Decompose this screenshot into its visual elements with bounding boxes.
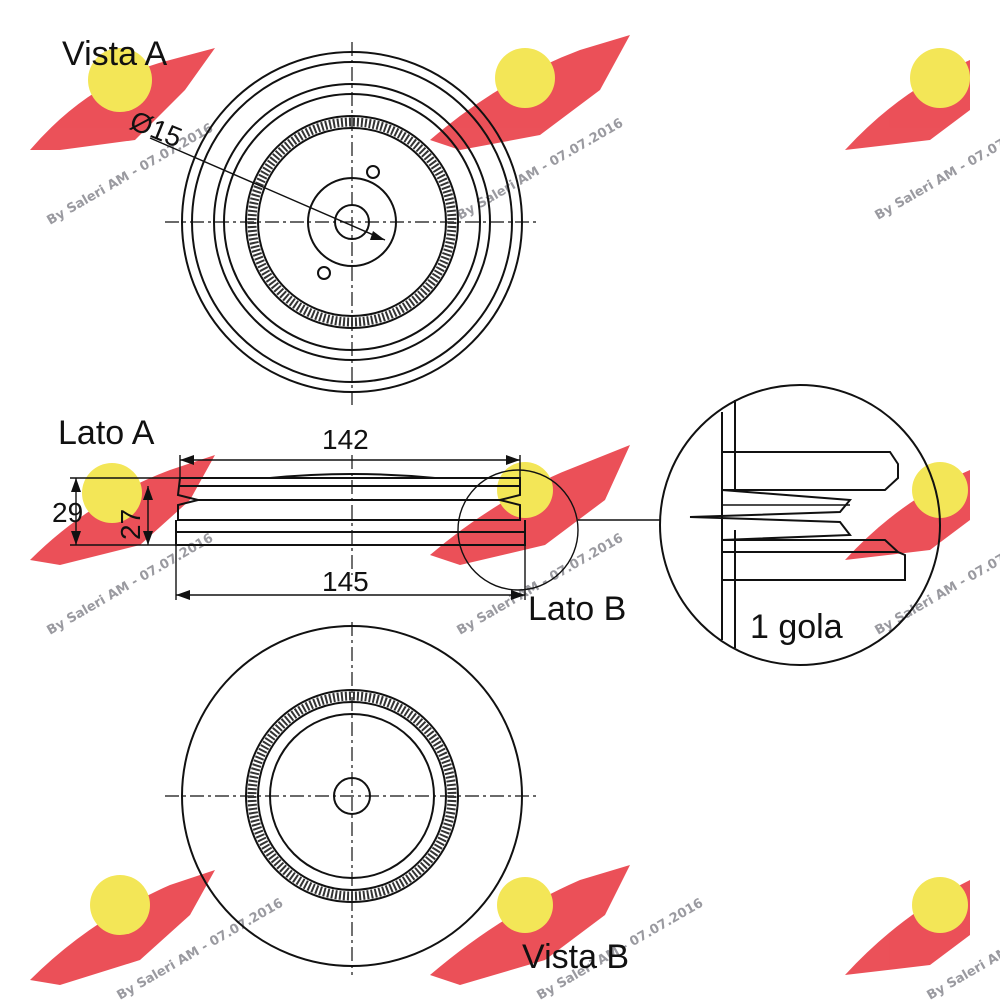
inner-height-dimension: 27	[115, 509, 146, 540]
watermark-logo-bottom-left	[30, 870, 215, 985]
watermark-logo-top-center	[430, 35, 630, 150]
groove-detail-drawing	[659, 384, 941, 666]
view-b-label: Vista B	[522, 938, 629, 976]
watermark-logo-mid-center	[430, 445, 630, 565]
view-a-drawing	[149, 42, 540, 405]
watermark-logo-bottom-center	[430, 865, 630, 985]
view-b-drawing	[165, 622, 540, 975]
view-a-label: Vista A	[62, 35, 168, 73]
bottom-width-dimension: 145	[322, 566, 369, 597]
watermark-logo-top-right	[845, 48, 970, 150]
bore-diameter-dimension: Ø15	[126, 105, 187, 154]
grooves-label: 1 gola	[750, 608, 843, 646]
side-view-drawing	[70, 455, 660, 600]
side-b-label: Lato B	[528, 590, 626, 628]
top-width-dimension: 142	[322, 424, 369, 455]
side-a-label: Lato A	[58, 414, 155, 452]
watermark-logo-bottom-right	[845, 877, 970, 975]
watermark-logo-top-left	[30, 48, 215, 150]
watermark-logo-mid-right	[845, 462, 970, 560]
total-height-dimension: 29	[52, 497, 83, 528]
